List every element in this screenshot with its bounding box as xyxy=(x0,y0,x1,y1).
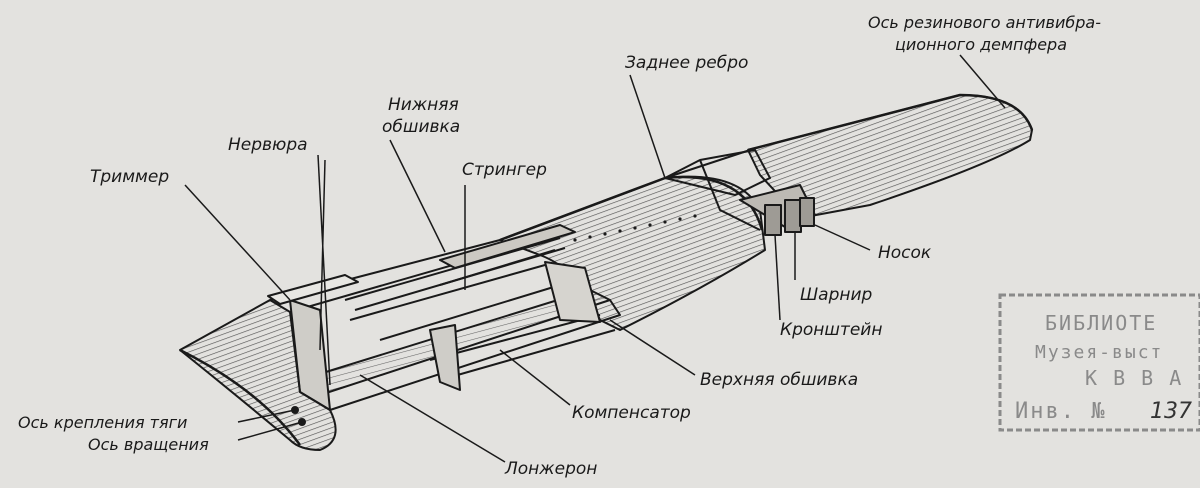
labels: Ось резинового антивибра- ционного демпф… xyxy=(18,13,1101,479)
stamp-line-4: Инв. № xyxy=(1015,399,1106,424)
label-upper-skin: Верхняя обшивка xyxy=(700,370,858,390)
stamp-number: 137 xyxy=(1150,399,1192,424)
label-rubber-damper-axis-2: ционного демпфера xyxy=(895,35,1067,54)
label-rotation-axis: Ось вращения xyxy=(88,435,209,454)
upper-longeron xyxy=(269,149,751,301)
lower-skin-strip xyxy=(439,224,576,269)
label-lower-skin-2: обшивка xyxy=(382,117,460,137)
rivet-row xyxy=(573,214,697,242)
stamp-line-3: К В В А xyxy=(1085,366,1183,390)
label-lower-skin-1: Нижняя xyxy=(388,95,459,115)
label-rib: Нервюра xyxy=(228,135,308,155)
label-nose: Носок xyxy=(878,243,932,263)
leader-lines xyxy=(184,54,1006,463)
stamp-line-2: Музея-выст xyxy=(1035,342,1163,363)
label-rod-mount-axis: Ось крепления тяги xyxy=(18,413,187,432)
rib-3 xyxy=(544,261,601,323)
label-spar: Лонжерон xyxy=(504,459,597,479)
hinge-brackets xyxy=(764,197,815,236)
trimmer-plate xyxy=(267,274,359,305)
surface-structure xyxy=(179,93,1034,451)
label-bracket: Кронштейн xyxy=(780,320,882,340)
stamp-line-1: БИБЛИОТЕ xyxy=(1045,311,1157,335)
label-compensator: Компенсатор xyxy=(572,403,691,423)
label-rear-rib: Заднее ребро xyxy=(625,53,748,73)
label-trimmer: Триммер xyxy=(90,167,169,187)
library-stamp: БИБЛИОТЕ Музея-выст К В В А Инв. № 137 xyxy=(998,293,1200,432)
label-stringer: Стрингер xyxy=(462,160,547,180)
label-hinge: Шарнир xyxy=(800,285,873,305)
label-rubber-damper-axis-1: Ось резинового антивибра- xyxy=(868,13,1101,32)
rib-2 xyxy=(429,324,461,391)
